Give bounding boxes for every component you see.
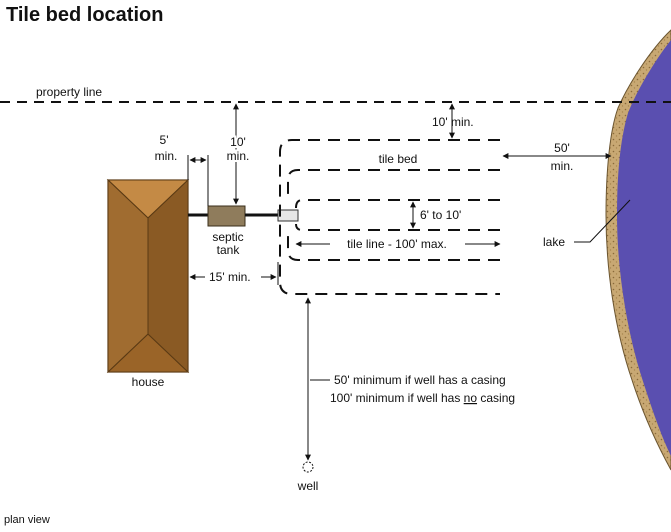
house-label: house	[132, 375, 165, 389]
spacing-label: 6' to 10'	[420, 208, 461, 222]
setback-10-label-2: min.	[227, 149, 250, 163]
well-icon	[302, 461, 314, 473]
septic-tank	[207, 205, 246, 227]
tile-bed	[279, 139, 500, 295]
well-note-2-prefix: 100' minimum if well has	[330, 391, 464, 405]
well-note-2-suffix: casing	[477, 391, 515, 405]
distribution-box	[277, 209, 299, 222]
lake-50-label-1: 50'	[554, 141, 570, 155]
plan-view-label: plan view	[4, 514, 50, 526]
property-line-label: property line	[36, 85, 102, 99]
house	[106, 178, 190, 374]
setback-5-label-1: 5'	[160, 133, 169, 147]
well-label: well	[297, 479, 319, 493]
page-title: Tile bed location	[6, 4, 164, 26]
lake-label: lake	[543, 235, 565, 249]
lake-leader	[574, 199, 631, 243]
setback-5-label-2: min.	[155, 149, 178, 163]
lake	[605, 29, 671, 471]
tile-bed-label: tile bed	[379, 152, 418, 166]
septic-tank-label-1: septic	[212, 230, 243, 244]
well-note-2-emph: no	[464, 391, 478, 405]
lake-50-label-2: min.	[551, 159, 574, 173]
well-note-2: 100' minimum if well has no casing	[330, 391, 515, 405]
well-note-1: 50' minimum if well has a casing	[334, 373, 506, 387]
min-15-label: 15' min.	[209, 270, 251, 284]
tile-line-label: tile line - 100' max.	[347, 237, 447, 251]
setback-10-label-1: 10'	[230, 135, 246, 149]
septic-tank-label-2: tank	[217, 243, 241, 257]
tile-bed-10-label: 10' min.	[432, 115, 474, 129]
